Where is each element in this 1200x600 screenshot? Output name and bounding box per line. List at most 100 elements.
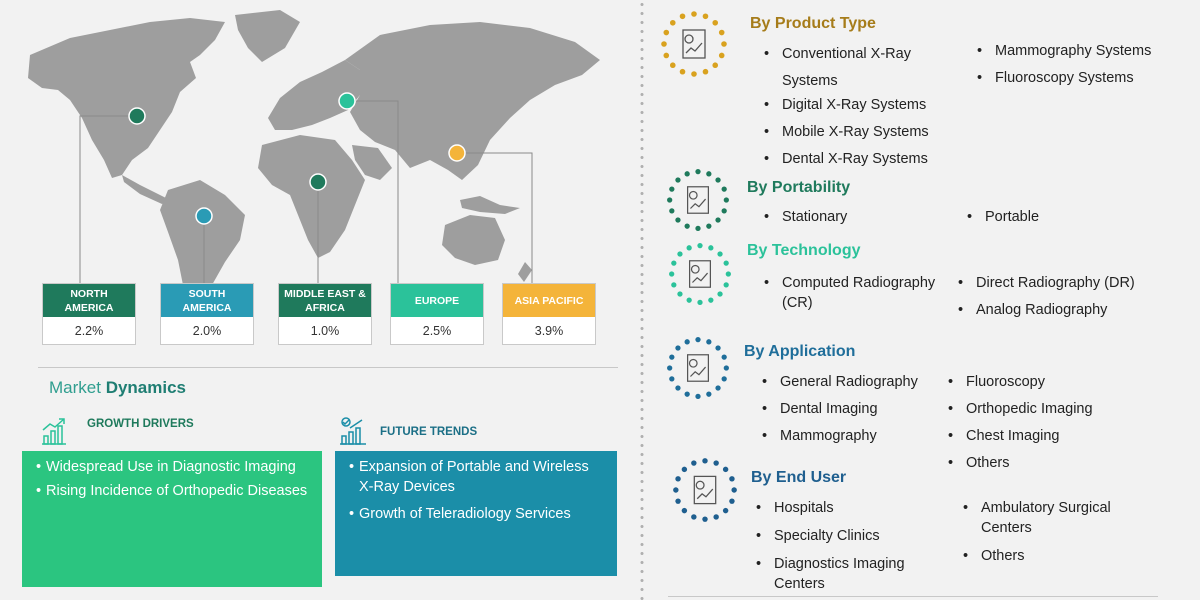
ring-dot bbox=[708, 297, 714, 303]
region-name: MIDDLE EAST & AFRICA bbox=[279, 284, 371, 317]
ring-dot bbox=[695, 169, 701, 175]
ring-dot bbox=[721, 186, 727, 192]
ring-dot bbox=[669, 354, 675, 360]
region-name: SOUTH AMERICA bbox=[161, 284, 253, 317]
segment-item: Analog Radiography bbox=[958, 300, 1107, 320]
ring-dot bbox=[673, 487, 679, 493]
ring-dot bbox=[729, 476, 735, 482]
region-europe: EUROPE 2.5% bbox=[390, 283, 484, 345]
segment-item: Dental Imaging bbox=[762, 399, 878, 419]
ring-dot bbox=[718, 29, 725, 36]
ring-dot bbox=[721, 354, 727, 360]
future-trends-card: Expansion of Portable and Wireless X-Ray… bbox=[335, 451, 617, 576]
ring-dot bbox=[669, 271, 675, 277]
ring-dot bbox=[675, 217, 681, 223]
growth-chart-icon bbox=[42, 418, 66, 445]
ring-dot bbox=[669, 62, 676, 69]
segment-item: Portable bbox=[967, 207, 1039, 227]
portability-icon bbox=[667, 169, 729, 231]
ring-dot bbox=[677, 251, 683, 257]
segment-item: Digital X-Ray Systems bbox=[764, 95, 926, 115]
ring-dot bbox=[717, 251, 723, 257]
list-item: Growth of Teleradiology Services bbox=[349, 504, 605, 524]
region-north-america: NORTH AMERICA 2.2% bbox=[42, 283, 136, 345]
segment-item: Chest Imaging bbox=[948, 426, 1060, 446]
segment-item: Others bbox=[948, 453, 1010, 473]
ring-dot bbox=[695, 225, 701, 231]
ring-dot bbox=[697, 299, 703, 305]
ring-dot bbox=[702, 13, 709, 20]
ring-dot bbox=[675, 385, 681, 391]
segment-item: Dental X-Ray Systems bbox=[764, 149, 928, 169]
segment-item: Mammography bbox=[762, 426, 877, 446]
australia-shape bbox=[442, 215, 505, 265]
segment-item: Ambulatory Surgical Centers bbox=[963, 498, 1141, 538]
ring-dot bbox=[691, 11, 697, 17]
ring-dot bbox=[721, 376, 727, 382]
ring-dot bbox=[681, 466, 688, 473]
south-america-marker bbox=[195, 207, 213, 225]
ring-dot bbox=[723, 365, 729, 371]
ring-dot bbox=[721, 208, 727, 214]
region-name: ASIA PACIFIC bbox=[503, 284, 595, 317]
ring-dot bbox=[731, 487, 737, 493]
north-america-shape bbox=[28, 18, 225, 178]
segment-item: General Radiography bbox=[762, 372, 918, 392]
application-title: By Application bbox=[744, 343, 856, 360]
north-america-marker bbox=[128, 107, 146, 125]
segment-item: Others bbox=[963, 546, 1025, 566]
ring-dot bbox=[722, 507, 729, 514]
region-name: EUROPE bbox=[391, 284, 483, 317]
trends-icon bbox=[340, 417, 366, 445]
region-name: NORTH AMERICA bbox=[43, 284, 135, 317]
asia-pacific-marker bbox=[448, 144, 466, 162]
ring-dot bbox=[725, 271, 731, 277]
ring-dot bbox=[723, 260, 729, 266]
ring-dot bbox=[706, 339, 712, 345]
segment-item: Mobile X-Ray Systems bbox=[764, 122, 929, 142]
segment-item: Stationary bbox=[764, 207, 847, 227]
ring-dot bbox=[684, 171, 690, 177]
ring-dot bbox=[671, 260, 677, 266]
ring-dot bbox=[684, 391, 690, 397]
segment-item: Direct Radiography (DR) bbox=[958, 273, 1135, 293]
region-value: 2.5% bbox=[422, 323, 452, 338]
ring-dot bbox=[663, 29, 670, 36]
application-icon bbox=[667, 337, 729, 399]
ring-dot bbox=[691, 71, 697, 77]
asia-shape bbox=[345, 22, 600, 180]
product-type-title: By Product Type bbox=[750, 15, 876, 32]
vertical-separator bbox=[640, 0, 644, 600]
segment-item: Orthopedic Imaging bbox=[948, 399, 1093, 419]
ring-dot bbox=[675, 498, 681, 504]
ring-dot bbox=[686, 297, 692, 303]
ring-dot bbox=[679, 68, 686, 75]
region-asia-pacific: ASIA PACIFIC 3.9% bbox=[502, 283, 596, 345]
ring-dot bbox=[684, 223, 690, 229]
growth-drivers-card: Widespread Use in Diagnostic Imaging Ris… bbox=[22, 451, 322, 587]
ring-dot bbox=[718, 52, 725, 59]
ring-dot bbox=[675, 476, 681, 482]
list-item: Rising Incidence of Orthopedic Diseases bbox=[36, 481, 310, 501]
south-america-shape bbox=[160, 180, 245, 330]
market-dynamics-title: Market Dynamics bbox=[49, 378, 187, 397]
ring-dot bbox=[691, 460, 697, 466]
ring-dot bbox=[706, 223, 712, 229]
ring-dot bbox=[697, 243, 703, 249]
ring-dot bbox=[715, 177, 721, 183]
segment-item: Fluoroscopy bbox=[948, 372, 1045, 392]
africa-shape bbox=[258, 135, 365, 258]
europe-marker bbox=[338, 92, 356, 110]
segment-item: Conventional X-Ray Systems bbox=[764, 41, 912, 95]
segment-item: Fluoroscopy Systems bbox=[977, 68, 1134, 88]
end-user-title: By End User bbox=[751, 469, 847, 486]
region-value: 2.2% bbox=[74, 323, 104, 338]
ring-dot bbox=[706, 171, 712, 177]
growth-drivers-title: GROWTH DRIVERS bbox=[87, 418, 194, 430]
ring-dot bbox=[661, 41, 667, 47]
ring-dot bbox=[712, 62, 719, 69]
list-item: Expansion of Portable and Wireless X-Ray… bbox=[349, 457, 605, 497]
ring-dot bbox=[729, 498, 735, 504]
ring-dot bbox=[667, 365, 673, 371]
bottom-divider bbox=[668, 596, 1158, 597]
